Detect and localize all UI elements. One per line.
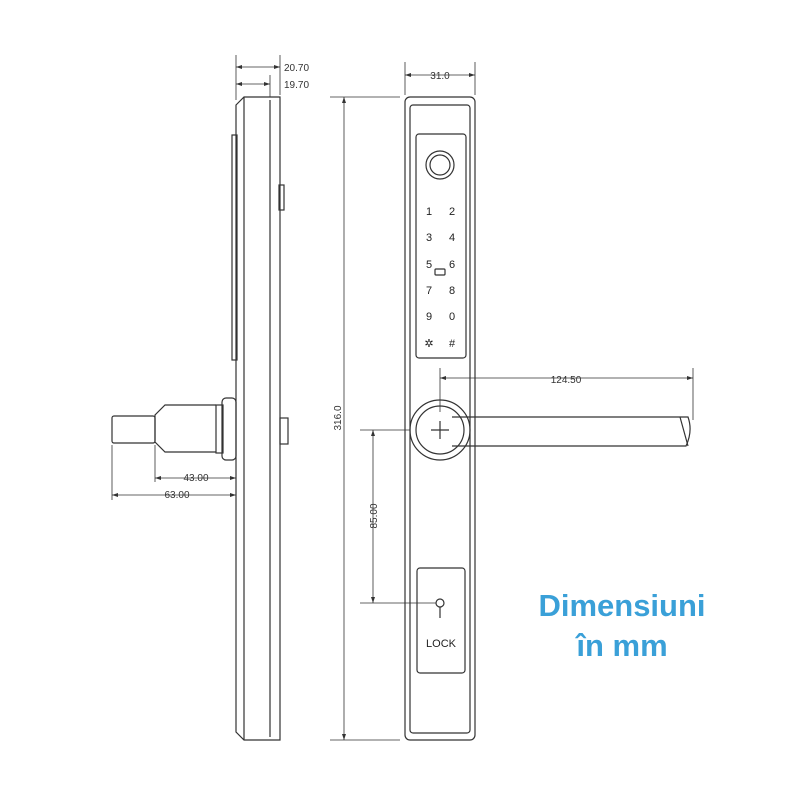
dim-label-side-total-depth: 20.70 [284,63,309,74]
front-dimension-lines [330,62,694,741]
fingerprint-sensor-ring [429,154,451,176]
keypad-key-2: 2 [449,206,455,218]
side-view [111,96,289,741]
keypad-key-0: 0 [449,311,455,323]
front-plate-inner [409,104,471,734]
dim-label-total-height: 316.0 [333,405,344,430]
side-rose-collar [215,404,224,454]
side-spindle-body [154,404,216,453]
dim-label-side-plate-depth: 19.70 [284,80,309,91]
key-indicator [434,268,446,276]
fingerprint-sensor [425,150,455,180]
lock-cover [416,567,466,674]
front-plate-outline [404,96,476,741]
dim-label-handle-to-key: 85.00 [369,503,380,528]
side-plate-outline [235,96,281,741]
keypad-key-7: 7 [426,285,432,297]
lock-cover-label: LOCK [426,638,457,650]
side-escutcheon-bump [231,134,238,361]
side-spindle-tip [111,415,156,444]
keypad-key-9: 9 [426,311,432,323]
keypad-keys: 1 2 3 4 5 6 7 8 9 0 ✲ # [424,206,456,350]
caption-line-2: în mm [576,628,668,663]
dim-label-spindle-long: 63.00 [164,490,189,501]
side-button-bump [278,184,285,211]
keypad-key-hash: # [449,338,456,350]
keypad-panel [415,133,467,359]
keyhole-icon [435,598,445,608]
keypad-key-3: 3 [426,232,432,244]
caption: Dimensiuni în mm [502,586,742,666]
keypad-key-6: 6 [449,259,455,271]
side-rosette [221,397,237,461]
lever-handle [452,416,691,447]
dim-label-spindle-short: 43.00 [183,473,208,484]
caption-line-1: Dimensiuni [538,588,706,623]
keypad-key-8: 8 [449,285,455,297]
keypad-key-5: 5 [426,259,432,271]
dim-label-handle-length: 124.50 [551,375,582,386]
side-latch-stub [279,417,289,445]
dim-label-front-width: 31.0 [430,71,450,82]
side-dimension-lines [111,55,281,500]
keypad-key-4: 4 [449,232,455,244]
keypad-key-1: 1 [426,206,432,218]
keypad-key-star: ✲ [424,338,433,350]
lever-handle-tip-line [679,416,689,447]
